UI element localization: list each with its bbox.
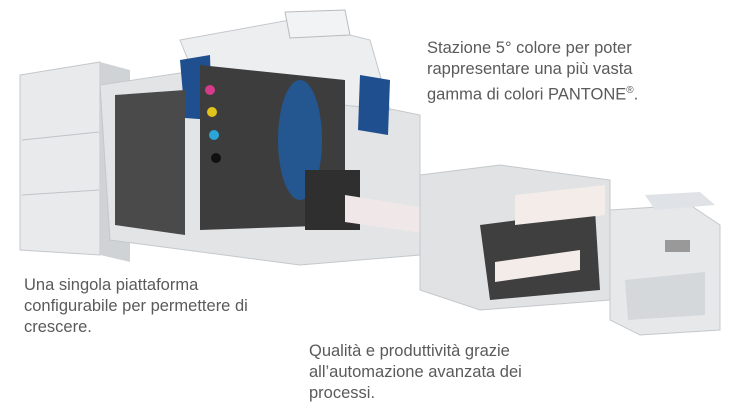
center-press-module	[99, 9, 470, 266]
caption-color-station: Stazione 5° colore per poter rappresenta…	[427, 38, 638, 106]
finisher-module	[609, 192, 721, 336]
caption-text: Stazione 5° colore per poter rappresenta…	[427, 39, 633, 104]
registered-mark: ®	[626, 85, 634, 96]
caption-period: .	[633, 85, 639, 104]
caption-platform: Una singola piattaforma configurabile pe…	[24, 276, 248, 336]
caption-automation: Qualità e produttività grazie all’automa…	[309, 342, 522, 402]
right-stacker-module	[419, 164, 611, 311]
